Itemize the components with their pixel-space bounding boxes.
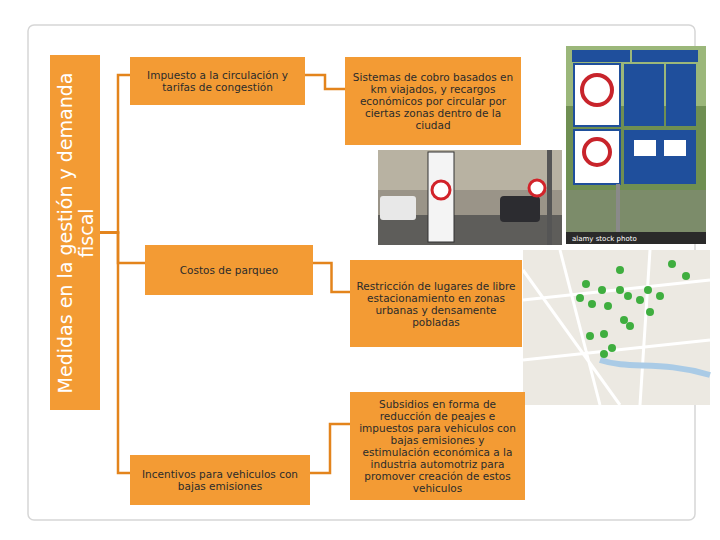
title-band: Medidas en la gestión y demanda fiscal — [50, 55, 100, 410]
bracket-connector — [310, 424, 350, 473]
watermark: alamy stock photo — [572, 235, 637, 243]
process-box: Sistemas de cobro basados en km viajados… — [345, 57, 521, 145]
box-text: Costos de parqueo — [151, 264, 307, 276]
process-box: Subsidios en forma de reducción de peaje… — [350, 392, 525, 500]
bracket-connector — [100, 233, 145, 264]
process-box: Incentivos para vehiculos con bajas emis… — [130, 455, 310, 505]
band-title: Medidas en la gestión y demanda fiscal — [50, 60, 100, 405]
box-text: Restricción de lugares de libre estacion… — [356, 280, 516, 328]
parking-map — [523, 250, 710, 405]
bracket-connector — [305, 75, 345, 89]
street-photo — [378, 150, 562, 245]
process-box: Restricción de lugares de libre estacion… — [350, 260, 522, 347]
process-box: Impuesto a la circulación y tarifas de c… — [130, 57, 305, 105]
bracket-connector — [313, 263, 350, 292]
box-text: Impuesto a la circulación y tarifas de c… — [136, 69, 299, 93]
bracket-connector — [100, 233, 130, 474]
bracket-connector — [100, 75, 130, 233]
box-text: Sistemas de cobro basados en km viajados… — [351, 71, 515, 131]
process-box: Costos de parqueo — [145, 245, 313, 295]
box-text: Subsidios en forma de reducción de peaje… — [356, 398, 519, 494]
box-text: Incentivos para vehiculos con bajas emis… — [136, 468, 304, 492]
road-sign-photo — [566, 46, 706, 244]
